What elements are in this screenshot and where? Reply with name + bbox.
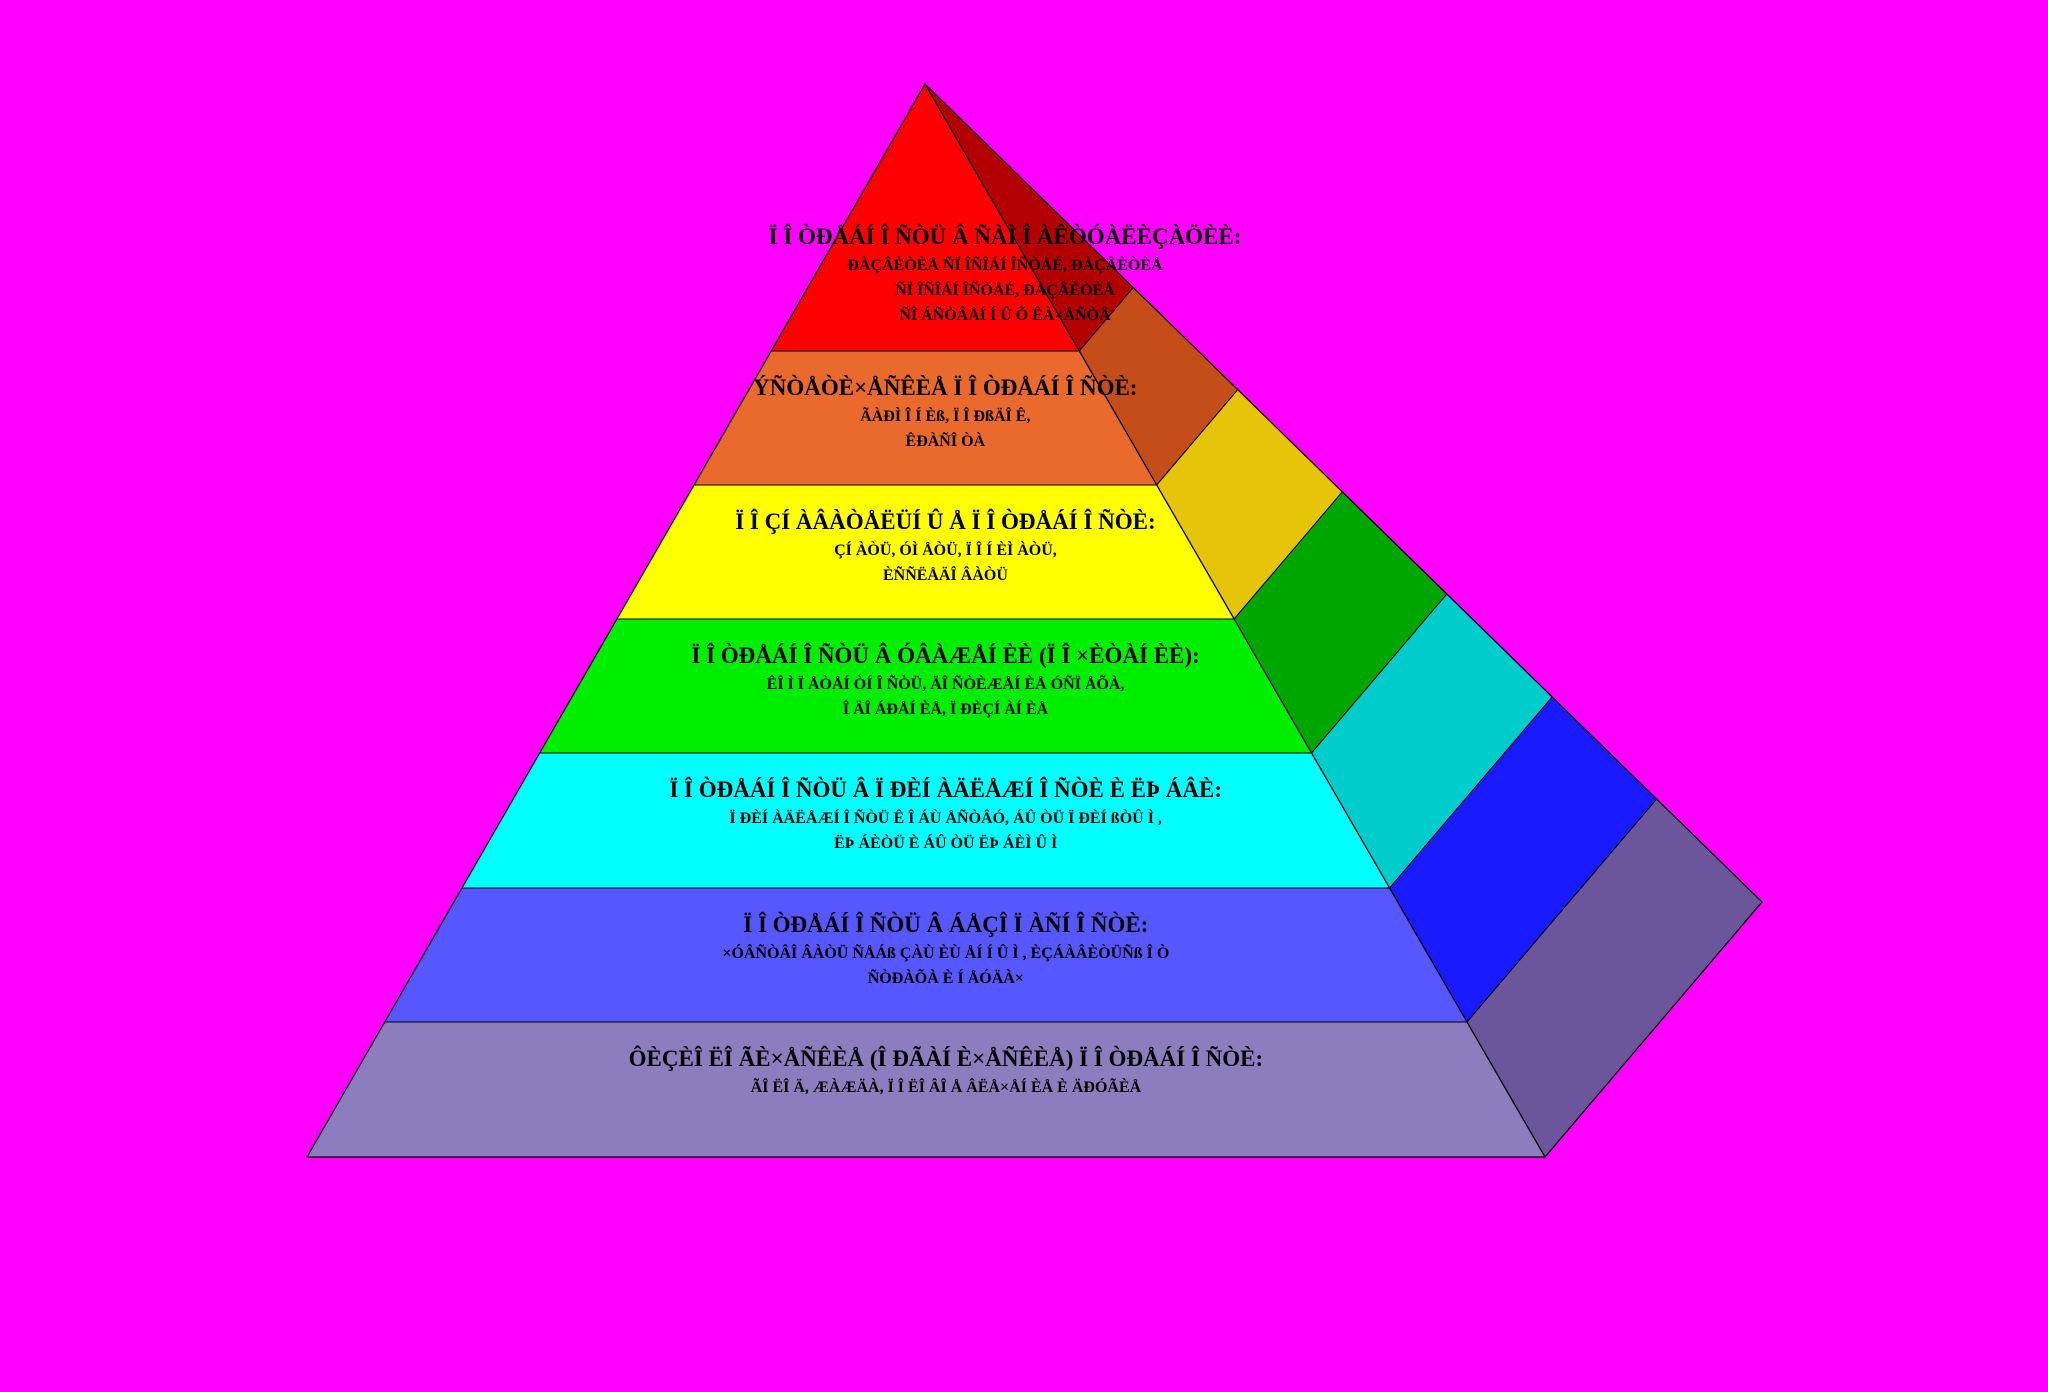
level-title: ÝÑÒÅÒÈ×ÅÑÊÈÅ Ï Î ÒÐÅÁÍ Î ÑÒÈ: [753,374,1137,400]
level-description-line: ÐÀÇÂÈÒÈÅ ÑÏ ÎÑÎÁÍ ÎÑÒÅÉ, ÐÀÇÂÈÒÈÅ [847,255,1163,274]
level-title: Ï Î ÒÐÅÁÍ Î ÑÒÜ Â ÁÅÇÎ Ï ÀÑÍ Î ÑÒÈ: [743,911,1148,937]
level-description-line: ÃÀÐÌ Î Í Èß, Ï Î ÐßÄÎ Ê, [860,406,1030,425]
pyramid-level-6-label: Ï Î ÒÐÅÁÍ Î ÑÒÜ Â ÁÅÇÎ Ï ÀÑÍ Î ÑÒÈ: ×ÓÂÑÒ… [722,911,1169,987]
pyramid-level-3-label: Ï Î ÇÍ ÀÂÀÒÅËÜÍ Û Å Ï Î ÒÐÅÁÍ Î ÑÒÈ: ÇÍ À… [735,508,1155,584]
level-title: Ï Î ÒÐÅÁÍ Î ÑÒÜ Â ÑÀÌ Î ÀÊÒÓÀËÈÇÀÖÈÈ: [769,223,1242,249]
level-description-line: ÑÒÐÀÕÀ È Í ÅÓÄÀ× [868,967,1024,987]
level-title: Ï Î ÒÐÅÁÍ Î ÑÒÜ Â ÓÂÀÆÅÍ ÈÈ (Ï Î ×ÈÒÀÍ È… [691,642,1199,668]
level-description-line: Î ÄÎ ÁÐÅÍ ÈÅ, Ï ÐÈÇÍ ÀÍ ÈÅ [843,699,1049,718]
level-description-line: ÑÏ ÎÑÎÁÍ ÎÑÒÅÉ, ÐÀÇÂÈÒÈÅ [895,280,1115,299]
pyramid-front-outline [306,82,1547,1158]
level-description-line: ÊÎ Ì Ï ÅÒÅÍ ÒÍ Î ÑÒÜ, ÄÎ ÑÒÈÆÅÍ ÈÅ ÓÑÏ Å… [767,673,1125,693]
pyramid-front-faces [306,82,1546,1158]
pyramid-outline [306,82,1763,1158]
pyramid-level-7-label: ÔÈÇÈÎ ËÎ ÃÈ×ÅÑÊÈÅ (Î ÐÃÀÍ È×ÅÑÊÈÅ) Ï Î Ò… [629,1045,1264,1096]
level-title: Ï Î ÇÍ ÀÂÀÒÅËÜÍ Û Å Ï Î ÒÐÅÁÍ Î ÑÒÈ: [735,508,1155,534]
pyramid-labels: Ï Î ÒÐÅÁÍ Î ÑÒÜ Â ÑÀÌ Î ÀÊÒÓÀËÈÇÀÖÈÈ: ÐÀÇ… [629,223,1264,1096]
level-title: Ï Î ÒÐÅÁÍ Î ÑÒÜ Â Ï ÐÈÍ ÀÄËÅÆÍ Î ÑÒÈ È Ë… [669,776,1222,802]
level-description-line: ÃÎ ËÎ Ä, ÆÀÆÄÀ, Ï Î ËÎ ÂÎ Å ÂËÅ×ÅÍ ÈÅ È … [751,1077,1142,1096]
pyramid-level-1-label: Ï Î ÒÐÅÁÍ Î ÑÒÜ Â ÑÀÌ Î ÀÊÒÓÀËÈÇÀÖÈÈ: ÐÀÇ… [769,223,1242,324]
level-description-line: ÈÑÑËÅÄÎ ÂÀÒÜ [883,565,1008,584]
pyramid-level-5-label: Ï Î ÒÐÅÁÍ Î ÑÒÜ Â Ï ÐÈÍ ÀÄËÅÆÍ Î ÑÒÈ È Ë… [669,776,1222,852]
level-description-line: ÊÐÀÑÎ ÒÀ [906,431,986,450]
level-description-line: ÇÍ ÀÒÜ, ÓÌ ÅÒÜ, Ï Î Í ÈÌ ÀÒÜ, [834,540,1057,559]
pyramid-side-outline [924,83,1763,1158]
pyramid-level-2-label: ÝÑÒÅÒÈ×ÅÑÊÈÅ Ï Î ÒÐÅÁÍ Î ÑÒÈ: ÃÀÐÌ Î Í Èß… [753,374,1137,450]
level-title: ÔÈÇÈÎ ËÎ ÃÈ×ÅÑÊÈÅ (Î ÐÃÀÍ È×ÅÑÊÈÅ) Ï Î Ò… [629,1045,1264,1071]
pyramid-level-4-label: Ï Î ÒÐÅÁÍ Î ÑÒÜ Â ÓÂÀÆÅÍ ÈÈ (Ï Î ×ÈÒÀÍ È… [691,642,1199,718]
level-description-line: ÑÎ ÁÑÒÂÅÍ Í Û Õ ÊÀ×ÅÑÒÂ [899,304,1111,324]
level-description-line: ×ÓÂÑÒÂÎ ÂÀÒÜ ÑÅÁß ÇÀÙ ÈÙ ÅÍ Í Û Ì , ÈÇÁÀ… [722,943,1169,962]
level-description-line: ËÞ ÁÈÒÜ È ÁÛ ÒÜ ËÞ ÁÈÌ Û Ì [834,833,1057,852]
level-description-line: Ï ÐÈÍ ÀÄËÅÆÍ Î ÑÒÜ Ê Î ÁÙ ÅÑÒÂÓ, ÁÛ ÒÜ Ï… [729,808,1162,827]
